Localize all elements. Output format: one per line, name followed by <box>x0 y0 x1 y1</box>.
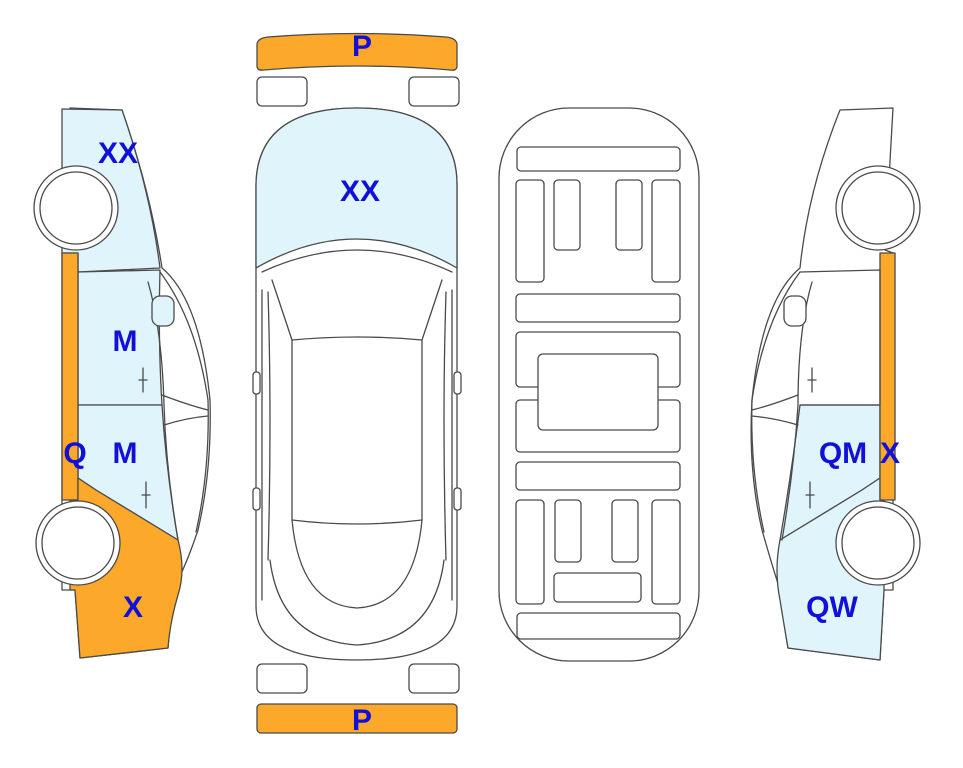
left-side-view: XX M Q M X <box>34 108 210 658</box>
right-rocker-label: X <box>880 437 900 470</box>
left-front-door-label: M <box>113 325 138 358</box>
left-rocker-label: Q <box>63 437 86 470</box>
right-rear-quarter-label: QW <box>806 591 858 624</box>
left-front-fender-label: XX <box>98 137 138 170</box>
rear-bumper-label: P <box>352 704 372 737</box>
left-rear-door-label: M <box>113 437 138 470</box>
right-side-view: QM X QW <box>751 108 920 660</box>
top-view: P XX P <box>253 30 461 737</box>
hood-label: XX <box>340 175 380 208</box>
front-left-light <box>257 77 307 106</box>
underbody-view <box>499 108 699 661</box>
right-rear-door-label: QM <box>819 437 867 470</box>
left-rear-quarter-label: X <box>123 591 143 624</box>
rear-left-light <box>257 664 307 693</box>
rear-right-light <box>409 664 459 693</box>
front-bumper-label: P <box>352 30 372 63</box>
front-right-light <box>409 77 459 106</box>
